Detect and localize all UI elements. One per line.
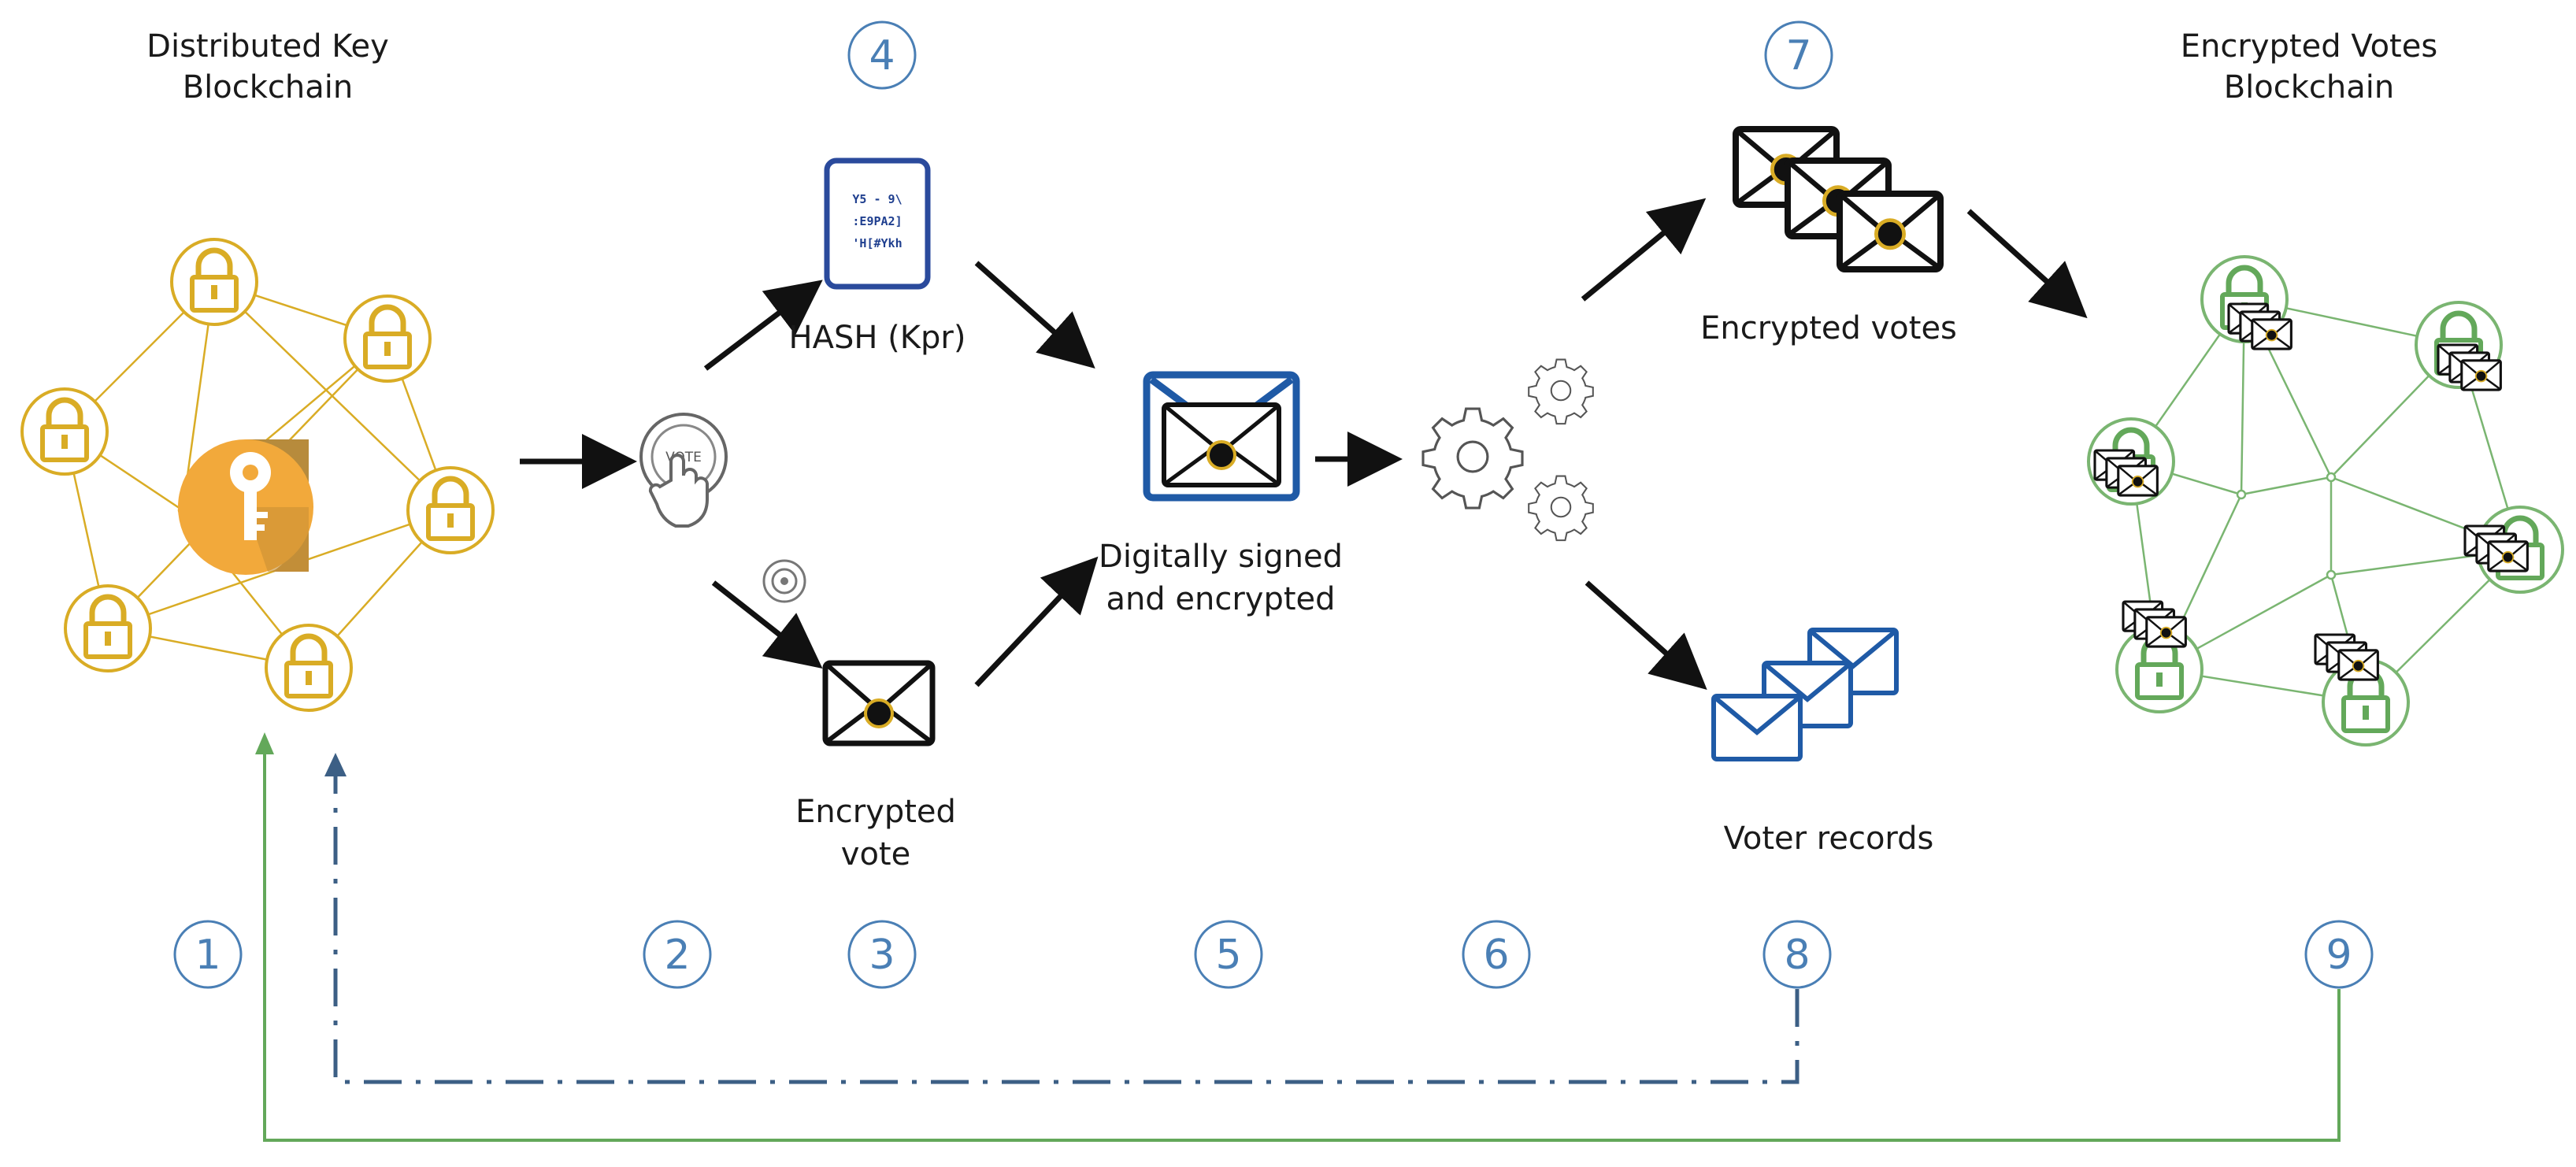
voter-records-stack: [1714, 630, 1896, 759]
distributed-key-title-line2: Blockchain: [183, 69, 354, 106]
svg-text:8: 8: [1784, 932, 1810, 979]
svg-text:9: 9: [2326, 932, 2352, 979]
step-number-2: 2: [643, 920, 712, 989]
arrow-to-encrypted-votes: [1581, 198, 1707, 302]
step-number-5: 5: [1194, 920, 1263, 989]
step-number-7: 7: [1764, 20, 1833, 90]
enc-blockchain-title-line2: Blockchain: [2224, 69, 2395, 106]
svg-text:4: 4: [869, 32, 895, 80]
encrypted-votes-label: Encrypted votes: [1700, 310, 1957, 346]
voter-records-label: Voter records: [1724, 821, 1934, 857]
signed-label-line2: and encrypted: [1106, 581, 1335, 617]
lock-icon: [22, 389, 107, 474]
signed-label-line1: Digitally signed: [1099, 539, 1343, 575]
lock-icon: [65, 586, 150, 671]
distributed-key-title-line1: Distributed Key: [146, 28, 389, 65]
step-number-9: 9: [2304, 920, 2374, 989]
network-node: [2326, 569, 2337, 580]
arrow-to-hash: [703, 280, 823, 371]
svg-text:7: 7: [1785, 32, 1811, 80]
svg-text:5: 5: [1215, 932, 1241, 979]
step-number-4: 4: [847, 20, 917, 90]
key-icon: [178, 439, 313, 575]
encrypted-votes-stack: [2314, 633, 2379, 681]
step-number-8: 8: [1762, 920, 1832, 989]
network-node: [2326, 472, 2337, 483]
svg-text:1: 1: [195, 932, 221, 979]
feedback-arrowhead-green: [255, 732, 274, 754]
gear-icon: [1528, 475, 1594, 542]
svg-text:2: 2: [664, 932, 690, 979]
vote-button-icon: VOTE: [639, 413, 728, 528]
arrow-vote-to-signed: [974, 556, 1099, 687]
gear-icon: [1421, 407, 1524, 509]
envelope-icon: [1840, 194, 1940, 269]
feedback-line-8-to-1: [333, 762, 1799, 1084]
enc-blockchain-title-line1: Encrypted Votes: [2181, 28, 2437, 65]
lock-icon: [345, 296, 430, 381]
encrypted-vote-label-line2: vote: [841, 836, 910, 872]
network-node: [2236, 489, 2247, 500]
lock-icon: [172, 239, 257, 324]
step-number-1: 1: [173, 920, 243, 989]
step-number-3: 3: [847, 920, 917, 989]
envelope-icon: [1714, 696, 1800, 759]
hash-document-icon: Y5 - 9\ :E9PA2] 'H[#Ykh: [824, 157, 931, 290]
fingerprint-icon: [762, 559, 806, 603]
feedback-arrowhead-blue: [324, 753, 347, 776]
lock-icon: [266, 625, 351, 710]
encrypted-vote-label-line1: Encrypted: [795, 794, 956, 830]
envelope-icon: [822, 660, 936, 747]
svg-text:6: 6: [1483, 932, 1509, 979]
svg-text:3: 3: [869, 932, 895, 979]
hash-doc-line-2: :E9PA2]: [852, 214, 902, 228]
arrow-hash-to-signed: [974, 261, 1095, 369]
gear-icon: [1528, 358, 1594, 425]
step-number-6: 6: [1462, 920, 1531, 989]
arrow-to-enc-blockchain: [1966, 209, 2088, 319]
encrypted-votes-stack: [1736, 129, 1940, 269]
arrow-to-voter-records: [1585, 580, 1707, 690]
hash-doc-line-1: Y5 - 9\: [852, 192, 902, 206]
lock-icon: [408, 468, 493, 553]
signed-envelope-icon: [1143, 371, 1300, 502]
hash-doc-line-3: 'H[#Ykh: [852, 236, 902, 250]
hash-label: HASH (Kpr): [789, 320, 966, 356]
arrow-to-encrypted-vote: [711, 580, 823, 669]
feedback-line-9-to-1: [263, 740, 2341, 1142]
